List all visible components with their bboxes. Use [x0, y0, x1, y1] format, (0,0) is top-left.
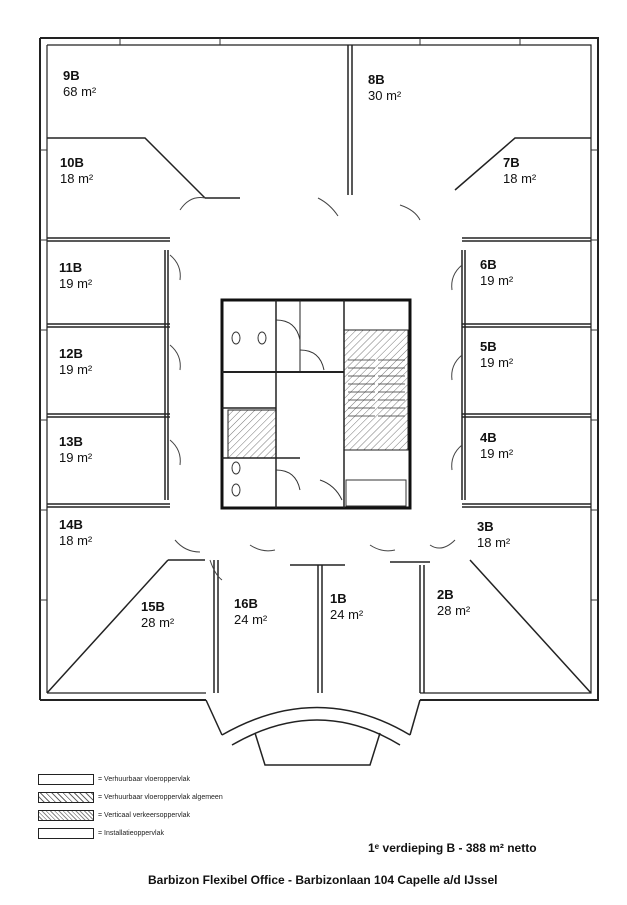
- room-9b: 9B 68 m²: [63, 68, 96, 101]
- legend-label: = Verhuurbaar vloeroppervlak: [98, 776, 191, 783]
- room-area: 19 m²: [480, 273, 514, 289]
- room-area: 18 m²: [60, 171, 94, 187]
- room-id: 1B: [330, 591, 347, 606]
- room-id: 8B: [368, 72, 385, 87]
- room-10b: 10B 18 m²: [60, 155, 93, 188]
- room-id: 6B: [480, 257, 497, 272]
- room-id: 3B: [477, 519, 494, 534]
- room-area: 19 m²: [59, 450, 93, 466]
- room-area: 18 m²: [503, 171, 537, 187]
- room-id: 7B: [503, 155, 520, 170]
- room-3b: 3B 18 m²: [477, 519, 510, 552]
- room-7b: 7B 18 m²: [503, 155, 536, 188]
- legend-swatch: [38, 792, 94, 803]
- outer-wall: [39, 37, 599, 701]
- room-13b: 13B 19 m²: [59, 434, 92, 467]
- room-area: 19 m²: [480, 355, 514, 371]
- room-area: 68 m²: [63, 84, 97, 100]
- legend-swatch: [38, 774, 94, 785]
- room-16b: 16B 24 m²: [234, 596, 267, 629]
- room-area: 18 m²: [59, 533, 93, 549]
- room-4b: 4B 19 m²: [480, 430, 513, 463]
- floor-title: 1ᵉ verdieping B - 388 m² netto: [368, 841, 537, 855]
- legend: = Verhuurbaar vloeroppervlak = Verhuurba…: [38, 772, 298, 844]
- room-1b: 1B 24 m²: [330, 591, 363, 624]
- room-area: 18 m²: [477, 535, 511, 551]
- room-12b: 12B 19 m²: [59, 346, 92, 379]
- partitions: [46, 45, 592, 694]
- room-id: 5B: [480, 339, 497, 354]
- room-id: 15B: [141, 599, 165, 614]
- room-id: 4B: [480, 430, 497, 445]
- room-id: 11B: [59, 260, 83, 275]
- doors: [169, 197, 463, 581]
- room-area: 19 m²: [480, 446, 514, 462]
- room-15b: 15B 28 m²: [141, 599, 174, 632]
- room-id: 14B: [59, 517, 83, 532]
- room-6b: 6B 19 m²: [480, 257, 513, 290]
- room-area: 28 m²: [141, 615, 175, 631]
- room-area: 24 m²: [330, 607, 364, 623]
- legend-swatch: [38, 810, 94, 821]
- legend-label: = Verticaal verkeersoppervlak: [98, 812, 191, 819]
- room-14b: 14B 18 m²: [59, 517, 92, 550]
- room-area: 28 m²: [437, 603, 471, 619]
- room-11b: 11B 19 m²: [59, 260, 92, 293]
- legend-label: = Installatieoppervlak: [98, 830, 164, 837]
- legend-swatch: [38, 828, 94, 839]
- room-area: 30 m²: [368, 88, 402, 104]
- legend-row: = Installatieoppervlak: [38, 826, 298, 841]
- room-area: 24 m²: [234, 612, 268, 628]
- room-2b: 2B 28 m²: [437, 587, 470, 620]
- room-id: 13B: [59, 434, 83, 449]
- legend-label: = Verhuurbaar vloeroppervlak algemeen: [98, 794, 223, 801]
- entrance-canopy: [205, 699, 421, 766]
- room-8b: 8B 30 m²: [368, 72, 401, 105]
- room-id: 16B: [234, 596, 258, 611]
- footer-title: Barbizon Flexibel Office - Barbizonlaan …: [148, 873, 498, 887]
- room-id: 12B: [59, 346, 83, 361]
- room-id: 2B: [437, 587, 454, 602]
- room-area: 19 m²: [59, 276, 93, 292]
- window-marks: [40, 38, 598, 601]
- legend-row: = Verhuurbaar vloeroppervlak algemeen: [38, 790, 298, 805]
- room-id: 10B: [60, 155, 84, 170]
- room-id: 9B: [63, 68, 80, 83]
- legend-row: = Verticaal verkeersoppervlak: [38, 808, 298, 823]
- room-5b: 5B 19 m²: [480, 339, 513, 372]
- legend-row: = Verhuurbaar vloeroppervlak: [38, 772, 298, 787]
- central-core: [220, 298, 412, 510]
- room-area: 19 m²: [59, 362, 93, 378]
